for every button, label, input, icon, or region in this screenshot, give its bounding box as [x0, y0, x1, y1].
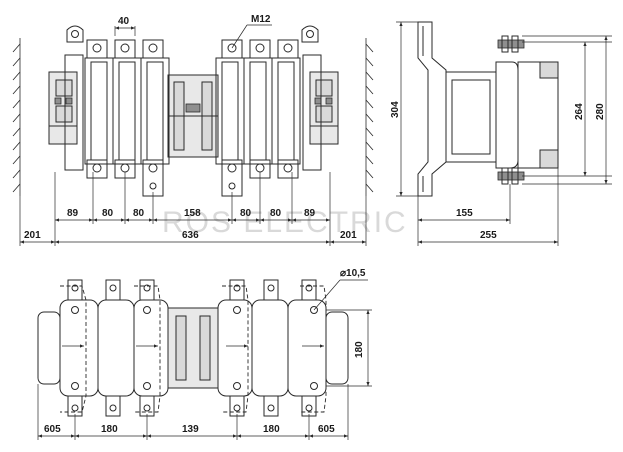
front-dim-2: 80 — [102, 208, 114, 219]
side-depth-inner-label: 155 — [456, 208, 473, 219]
plan-dim-5: 605 — [318, 424, 335, 435]
plan-height-label: 180 — [354, 341, 365, 358]
pole-gap-label: 40 — [118, 16, 130, 27]
plan-dim-4: 180 — [263, 424, 280, 435]
left-end-plate — [64, 54, 84, 171]
left-auxiliary-block — [48, 71, 78, 145]
side-depth-total-label: 255 — [480, 230, 497, 241]
side-height-inner-label: 264 — [574, 103, 585, 120]
front-dim-4: 158 — [184, 208, 201, 219]
front-dim-5: 80 — [240, 208, 252, 219]
front-bottom-extension-lines — [19, 172, 367, 246]
front-bottom-dimension-arrows — [20, 218, 366, 244]
pole-right-1 — [215, 39, 245, 197]
right-wall-hatch — [365, 38, 374, 196]
pole-right-2 — [243, 39, 273, 179]
pole-left-3 — [140, 39, 170, 197]
bolt-size-label: M12 — [251, 14, 271, 25]
right-end-plate — [302, 54, 322, 171]
right-clearance-label: 201 — [340, 230, 357, 241]
left-wall-hatch — [12, 38, 21, 196]
side-height-outer-label: 280 — [595, 103, 606, 120]
right-auxiliary-block — [309, 71, 339, 145]
plan-dim-1: 605 — [44, 424, 61, 435]
front-dim-3: 80 — [133, 208, 145, 219]
pole-right-3 — [271, 39, 301, 179]
side-view: 304 264 280 155 255 — [390, 21, 612, 246]
front-dim-6: 80 — [270, 208, 282, 219]
plan-view: ⌀10,5 180 605 180 139 180 605 — [37, 268, 372, 440]
front-view: 40 M12 89 — [12, 14, 374, 246]
plan-dim-2: 180 — [101, 424, 118, 435]
side-height-left-label: 304 — [390, 101, 401, 118]
front-dim-7: 89 — [304, 208, 316, 219]
pole-left-2 — [112, 39, 142, 179]
hole-diameter-label: ⌀10,5 — [340, 268, 366, 279]
pole-left-1 — [84, 39, 114, 179]
overall-width-label: 636 — [182, 230, 199, 241]
plan-dim-3: 139 — [182, 424, 199, 435]
central-drive — [167, 74, 219, 158]
left-clearance-label: 201 — [24, 230, 41, 241]
watermark-text: ROS ELECTRIC — [162, 206, 408, 239]
top-terminal-lugs — [66, 25, 319, 43]
front-dim-1: 89 — [67, 208, 79, 219]
